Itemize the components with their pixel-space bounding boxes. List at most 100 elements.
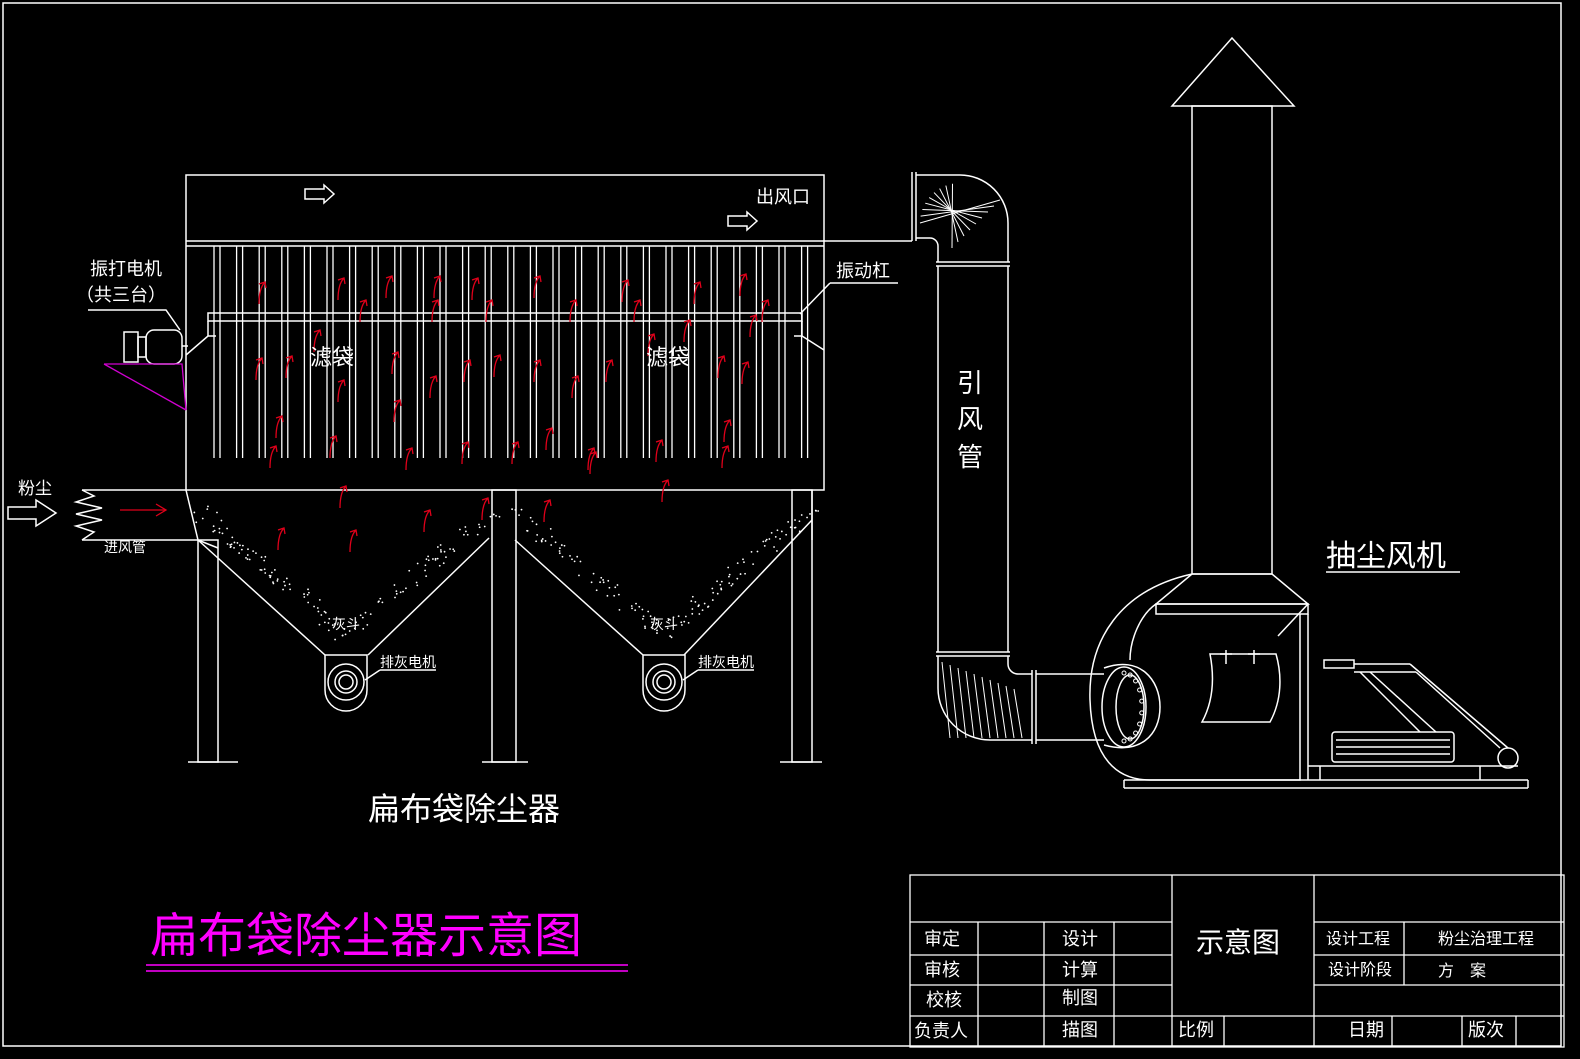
dust-particle <box>308 591 310 594</box>
dust-particle <box>560 544 563 546</box>
dust-particle <box>252 550 255 553</box>
rivet <box>1133 678 1139 684</box>
dust-particle <box>573 560 576 563</box>
dust-particle <box>736 562 739 565</box>
hatch-line <box>997 682 1007 739</box>
dust-particle <box>241 544 244 547</box>
dust-particle <box>327 629 330 632</box>
dust-particle <box>408 569 411 572</box>
dust-particle <box>559 547 561 550</box>
dust-particle <box>614 586 617 589</box>
dust-particle <box>439 549 442 551</box>
dust-particle <box>193 511 196 514</box>
dust-particle <box>768 538 771 540</box>
dust-particle <box>618 608 621 611</box>
dust-particle <box>226 543 229 545</box>
dust-particle <box>323 621 326 624</box>
airflow-arrow <box>633 299 642 323</box>
airflow-arrow <box>741 361 750 385</box>
dust-particle <box>263 559 266 562</box>
rivet <box>1127 672 1133 678</box>
dust-particle <box>478 523 480 526</box>
dust-particle <box>743 561 745 564</box>
dust-particle <box>644 627 647 629</box>
dust-particle <box>787 521 790 523</box>
airflow-arrow <box>493 354 502 378</box>
dust-particle <box>348 630 351 632</box>
dust-particle <box>578 574 580 577</box>
dust-particle <box>694 601 697 603</box>
dust-particle <box>272 581 274 584</box>
dust-particle <box>666 627 669 630</box>
dust-particle <box>535 540 538 543</box>
dust-particle <box>529 516 532 519</box>
airflow-arrow <box>463 359 472 383</box>
tb-check: 校核 <box>926 990 962 1011</box>
dust-particle <box>263 568 266 571</box>
dust-particle <box>434 559 437 561</box>
dust-particle <box>207 505 209 508</box>
dust-particle <box>452 548 455 551</box>
dust-particle <box>270 571 273 574</box>
dust-particle <box>416 562 419 565</box>
dust-particle <box>711 587 714 590</box>
dust-particle <box>739 573 742 575</box>
dust-particle <box>765 538 768 541</box>
dust-particle <box>399 591 402 594</box>
dust-particle <box>255 552 257 555</box>
airflow-arrow <box>405 447 414 471</box>
dust-particle <box>644 625 646 628</box>
dust-particle <box>511 508 513 511</box>
dust-particle <box>535 523 538 526</box>
dust-particle <box>283 580 286 583</box>
dust-particle <box>443 550 446 553</box>
dust-particle <box>394 596 396 599</box>
tb-responsible: 负责人 <box>914 1021 968 1042</box>
airflow-arrow <box>277 527 286 551</box>
rivet <box>1133 730 1139 736</box>
dust-particle <box>427 555 430 558</box>
dust-particle <box>780 530 783 533</box>
inlet-pipe-label: 进风管 <box>104 540 146 556</box>
tb-review: 审核 <box>924 960 960 981</box>
dust-particle <box>324 611 327 614</box>
dust-particle <box>436 546 439 548</box>
dust-particle <box>320 614 323 616</box>
dust-particle <box>233 546 235 549</box>
dust-particle <box>369 613 372 616</box>
airflow-arrow <box>569 299 578 323</box>
dust-particle <box>442 562 445 565</box>
dust-particle <box>576 555 579 558</box>
tb-trace: 描图 <box>1062 1020 1098 1041</box>
dust-particle <box>712 591 715 594</box>
dust-particle <box>343 627 346 630</box>
dust-particle <box>239 544 241 547</box>
dust-particle <box>212 530 215 533</box>
airflow-arrow <box>683 319 692 343</box>
dust-particle <box>762 540 765 543</box>
dust-particle <box>269 576 272 579</box>
airflow-arrow <box>339 485 348 509</box>
dust-particle <box>307 588 309 591</box>
dust-particle <box>458 528 461 531</box>
dust-particle <box>736 577 739 580</box>
airflow-arrow <box>329 435 338 459</box>
dust-particle <box>303 593 305 595</box>
dust-particle <box>540 540 543 543</box>
rivet <box>1137 687 1143 693</box>
dust-particle <box>331 624 334 626</box>
tb-project-value: 粉尘治理工程 <box>1438 929 1534 948</box>
dust-particle <box>730 584 733 587</box>
tb-date: 日期 <box>1348 1020 1384 1041</box>
dust-particle <box>440 550 442 553</box>
dust-particle <box>288 583 291 586</box>
dust-particle <box>216 511 218 514</box>
dust-particle <box>794 519 796 521</box>
dust-particle <box>595 589 598 592</box>
dust-particle <box>690 600 693 602</box>
dust-particle <box>655 622 658 625</box>
dust-particle <box>602 579 605 581</box>
dust-particle <box>785 533 788 536</box>
dust-particle <box>260 569 263 571</box>
dust-particle <box>268 574 271 577</box>
